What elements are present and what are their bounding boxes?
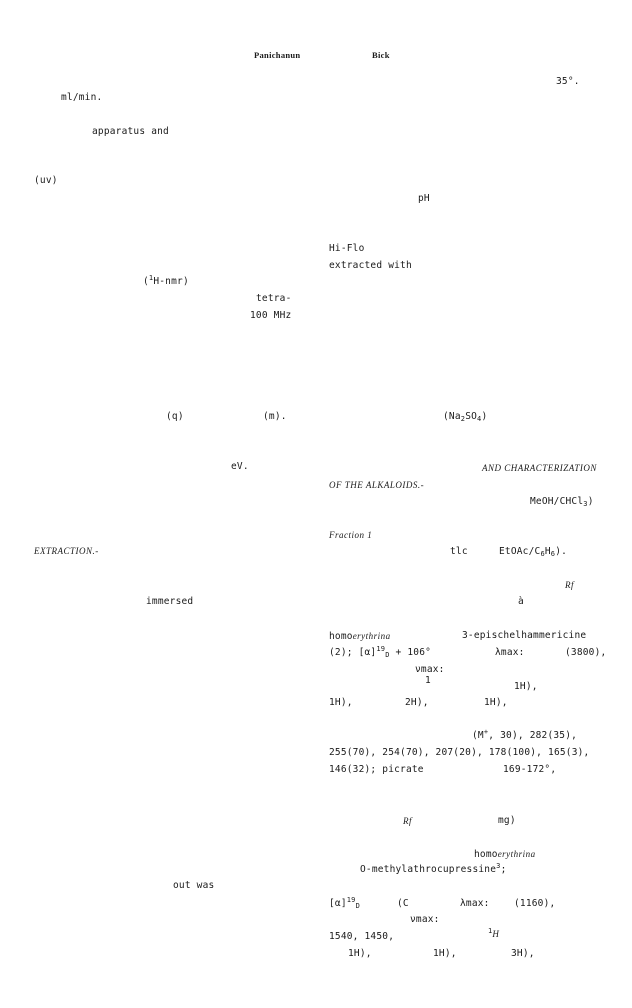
- tlc-text: tlc: [450, 546, 468, 557]
- o-methylathrocupressine-text: O-methylathrocupressine3;: [360, 862, 507, 876]
- nu-max-1: νmax:: [415, 664, 445, 675]
- lambda-max-1: λmax:: [495, 647, 525, 658]
- uv-text: (uv): [34, 175, 58, 186]
- rf-label-1: Rf: [565, 580, 574, 590]
- a-grave-text: à: [518, 596, 524, 607]
- ph-text: pH: [418, 193, 430, 204]
- out-was-text: out was: [173, 880, 215, 891]
- flow-rate-text: ml/min.: [61, 92, 103, 103]
- mass-spec-line-3: 146(32); picrate: [329, 764, 424, 775]
- mass-spec-line-2: 255(70), 254(70), 207(20), 178(100), 165…: [329, 747, 590, 758]
- homoerythrina-2: homoerythrina: [474, 849, 536, 860]
- epischelhammericine-text: 3-epischelhammericine: [462, 630, 587, 641]
- lambda-max-2: λmax:: [460, 898, 490, 909]
- proton-row-b2: 1H),: [433, 948, 457, 959]
- proton-row-2: 2H),: [405, 697, 429, 708]
- homoerythrina-1: homoerythrina: [329, 631, 391, 642]
- author-name-2: Bick: [372, 50, 390, 60]
- mg-text: mg): [498, 815, 516, 826]
- immersed-text: immersed: [146, 596, 194, 607]
- sodium-sulfate-text: (Na2SO4): [443, 411, 488, 423]
- mhz-text: 100 MHz: [250, 310, 292, 321]
- fraction-heading: Fraction 1: [329, 530, 373, 540]
- proton-row-3: 1H),: [484, 697, 508, 708]
- extraction-heading: EXTRACTION.-: [34, 546, 99, 556]
- h-nmr-label: 1H: [488, 927, 500, 940]
- extracted-with-text: extracted with: [329, 260, 412, 271]
- mass-spec-line-1: (M+, 30), 282(35),: [472, 728, 578, 742]
- proton-row-b1: 1H),: [348, 948, 372, 959]
- epsilon-1160: (1160),: [514, 898, 556, 909]
- tetra-text: tetra-: [256, 293, 292, 304]
- apparatus-text: apparatus and: [92, 126, 169, 137]
- concentration-text: (C: [397, 898, 409, 909]
- ir-bands-text: 1540, 1450,: [329, 931, 395, 942]
- nu-max-2: νmax:: [410, 914, 440, 925]
- superscript-one: 1: [425, 675, 431, 686]
- multiplet-text: (m).: [263, 411, 287, 422]
- proton-row-1: 1H),: [329, 697, 353, 708]
- rotation-2: [α]19D: [329, 896, 361, 910]
- hiflo-text: Hi-Flo: [329, 243, 365, 254]
- alkaloids-heading: OF THE ALKALOIDS.-: [329, 480, 425, 490]
- temperature-text: 35°.: [556, 76, 580, 87]
- solvent-text: MeOH/CHCl3): [530, 496, 594, 508]
- eluent-text: EtOAc/C6H6).: [499, 546, 568, 558]
- epsilon-3800: (3800),: [565, 647, 607, 658]
- author-name-1: Panichanun: [254, 50, 301, 60]
- characterization-heading: AND CHARACTERIZATION: [482, 463, 597, 473]
- ev-text: eV.: [231, 461, 249, 472]
- rf-label-2: Rf: [403, 816, 412, 826]
- quartet-text: (q): [166, 411, 184, 422]
- picrate-melting-point: 169-172°,: [503, 764, 557, 775]
- hnmr-text: (1H-nmr): [143, 274, 189, 288]
- proton-1h-a: 1H),: [514, 681, 538, 692]
- proton-row-b3: 3H),: [511, 948, 535, 959]
- compound-2-rotation: (2); [α]19D + 106°: [329, 645, 432, 659]
